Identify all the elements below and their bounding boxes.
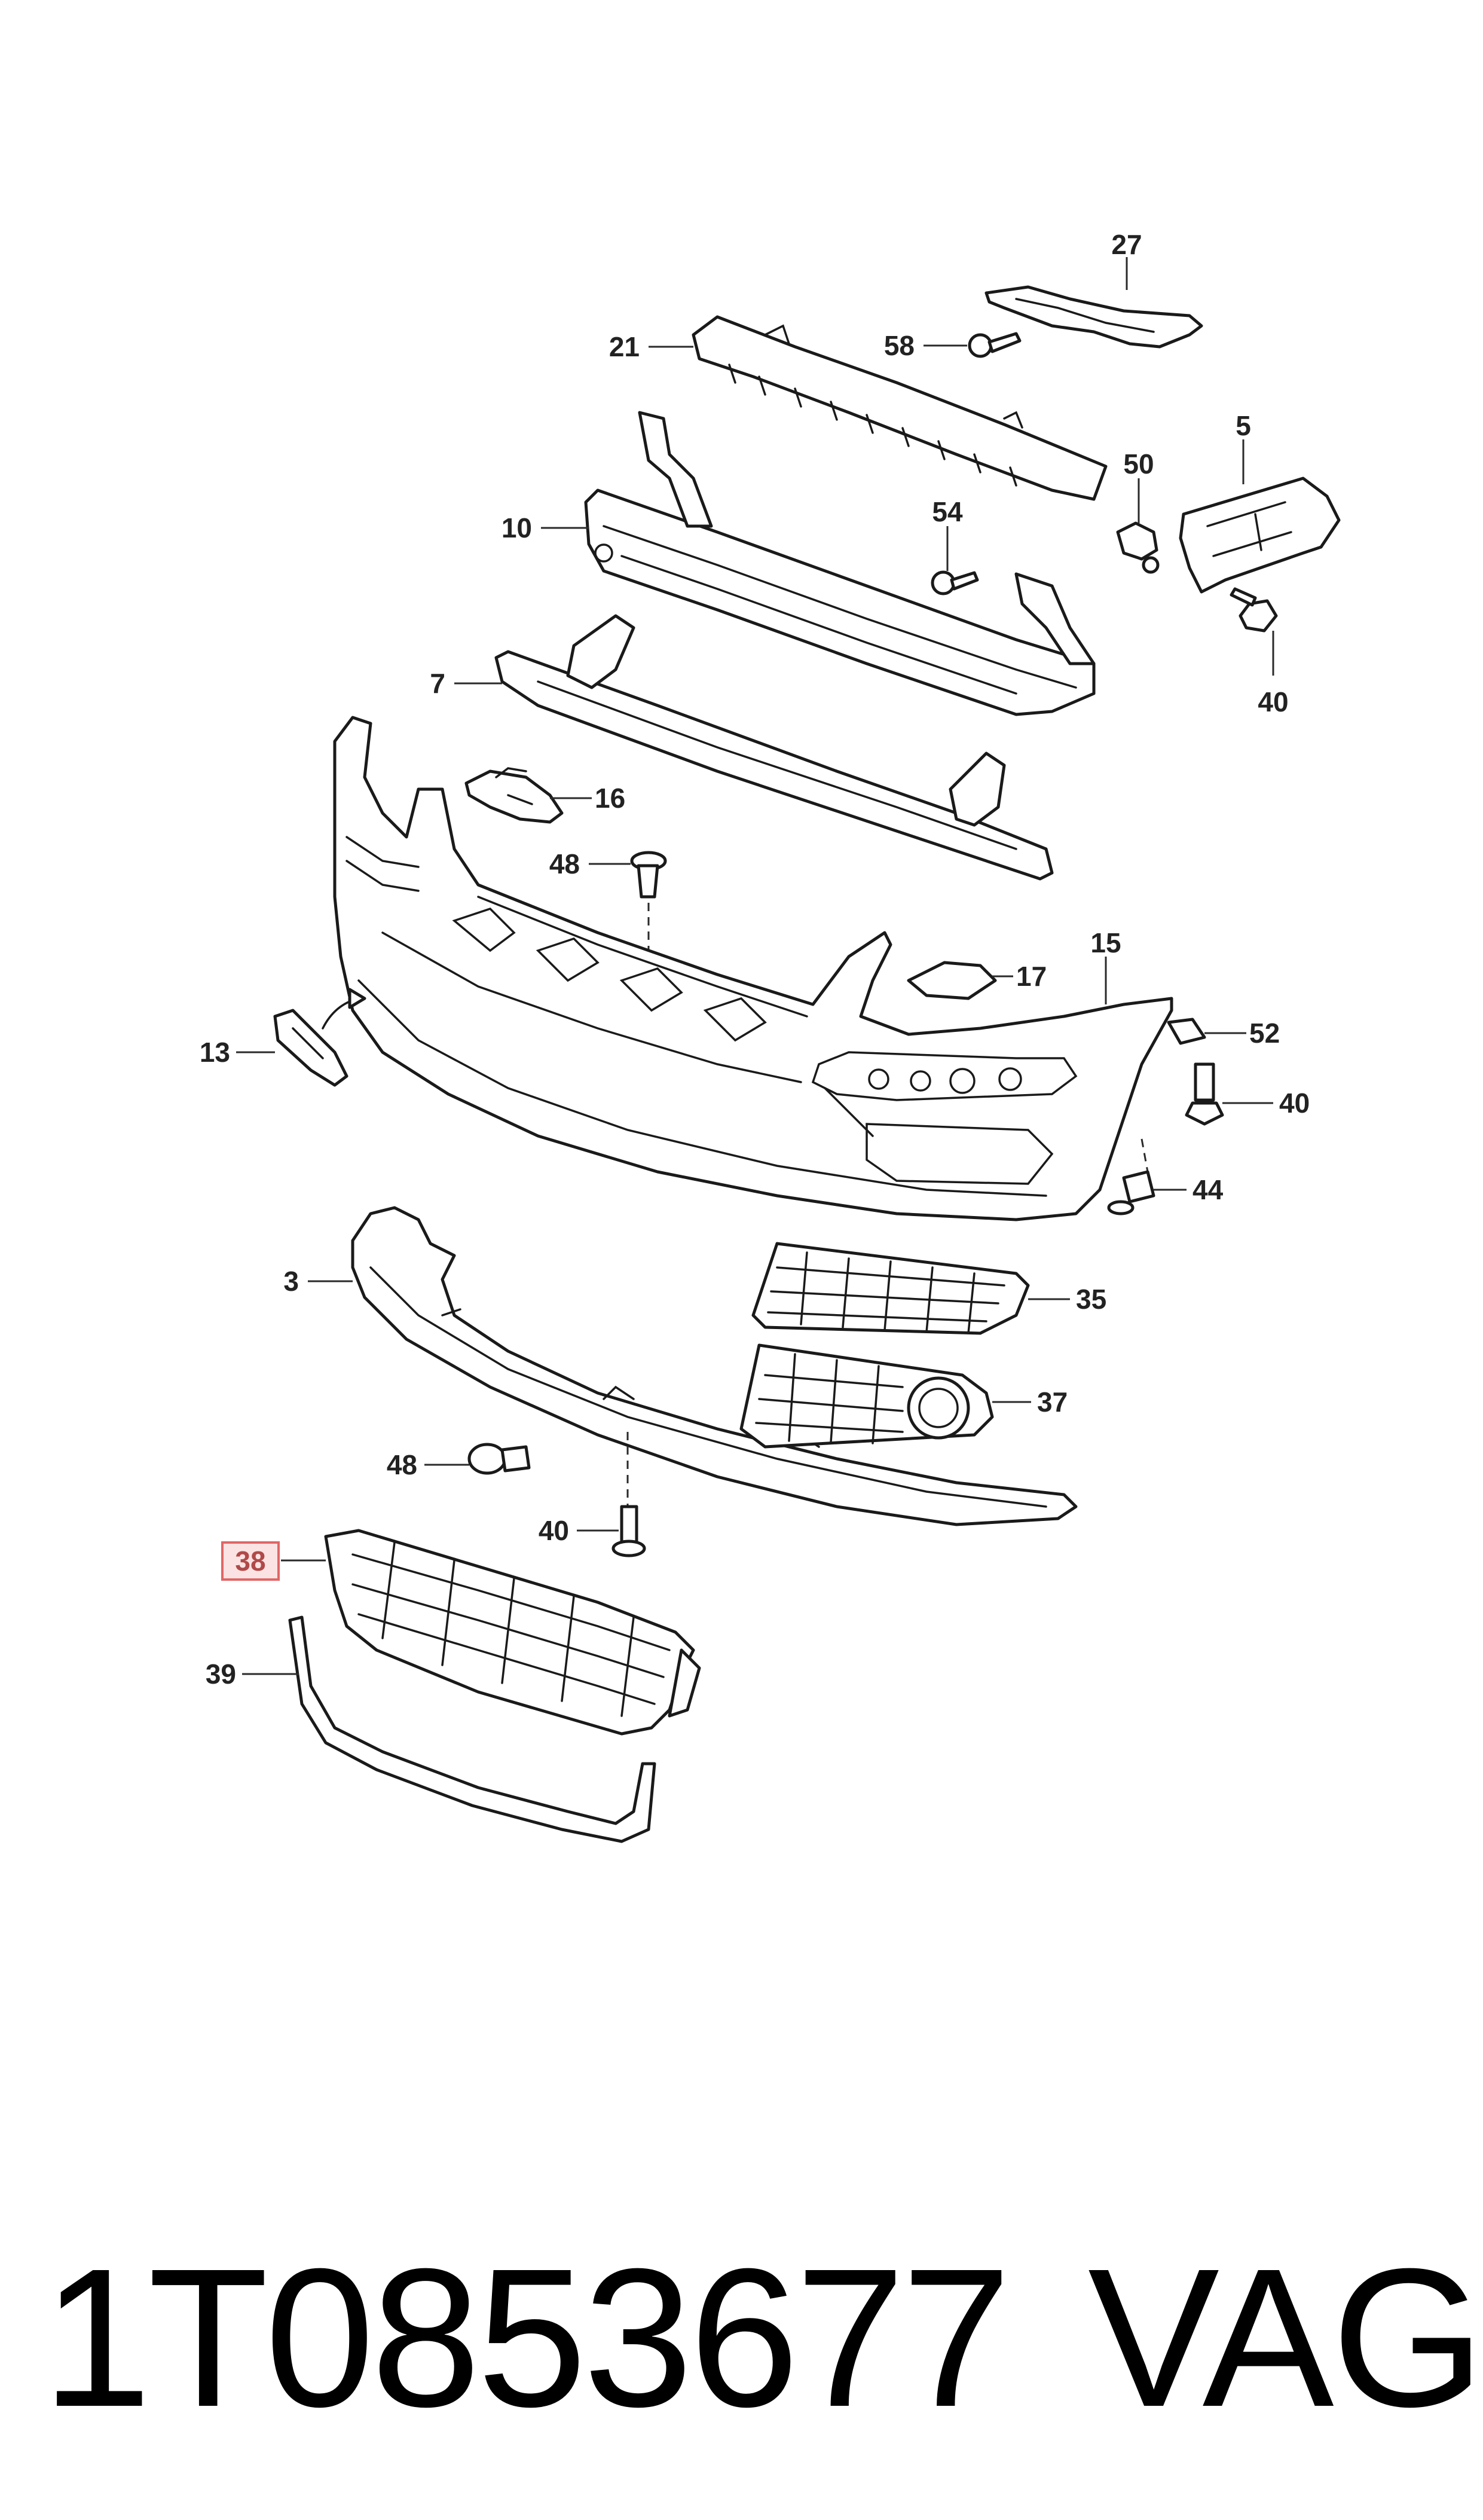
callout-37: 37 — [1037, 1386, 1068, 1418]
part-35-grille-insert: 35 — [751, 1242, 1106, 1335]
callout-39: 39 — [206, 1658, 236, 1690]
part-54-screw: 54 — [931, 496, 979, 595]
callout-27: 27 — [1111, 229, 1142, 260]
part-52-clip-nut: 52 — [1167, 1018, 1280, 1049]
brand-label: VAG — [1088, 2227, 1483, 2448]
callout-38: 38 — [235, 1545, 265, 1577]
callout-40-lower: 40 — [539, 1515, 569, 1546]
callout-44: 44 — [1192, 1174, 1224, 1205]
callout-10: 10 — [502, 512, 532, 543]
callout-54: 54 — [932, 496, 963, 527]
part-10-reinforcement: 10 — [502, 411, 1096, 716]
part-38-lower-grille: 38 — [221, 1529, 701, 1736]
callout-40-right: 40 — [1279, 1088, 1310, 1119]
callout-35: 35 — [1076, 1284, 1106, 1315]
part-40-bolt-upper: 40 — [1230, 587, 1289, 717]
callout-38-highlight — [221, 1541, 280, 1581]
part-58-screw: 58 — [884, 330, 1022, 361]
part-44-rivet: 44 — [1107, 1138, 1224, 1215]
callout-50: 50 — [1123, 448, 1154, 479]
part-48-clip-lower: 48 — [387, 1443, 531, 1480]
part-7-lower-beam: 7 — [430, 614, 1054, 881]
part-13-side-trim: 13 — [200, 988, 366, 1087]
part-48-clip-upper: 48 — [549, 848, 667, 951]
part-50-clip: 50 — [1116, 448, 1160, 574]
callout-58: 58 — [884, 330, 915, 361]
callout-48-upper: 48 — [549, 848, 580, 879]
part-number: 1T0853677 — [42, 2227, 1011, 2448]
callout-5: 5 — [1236, 410, 1251, 441]
part-40-bolt-right: 40 — [1185, 1062, 1310, 1126]
callout-21: 21 — [609, 331, 640, 362]
callout-17: 17 — [1016, 961, 1047, 992]
callout-7: 7 — [430, 668, 445, 699]
callout-40-upper: 40 — [1258, 686, 1288, 717]
footer: 1T0853677 VAG — [0, 2212, 1483, 2463]
part-39-trim-strip: 39 — [206, 1615, 656, 1843]
part-17-tow-cap: 17 — [907, 961, 1047, 1000]
callout-52: 52 — [1249, 1018, 1280, 1049]
callout-48-lower: 48 — [387, 1449, 417, 1480]
part-40-screw-lower: 40 — [539, 1505, 646, 1557]
part-5-side-bracket: 5 — [1179, 410, 1341, 594]
callout-16: 16 — [595, 783, 625, 814]
callout-3: 3 — [283, 1266, 299, 1297]
part-27-bracket: 27 — [984, 229, 1203, 349]
part-37-fog-grille: 37 — [739, 1343, 1068, 1449]
part-21-absorber: 21 — [609, 315, 1108, 501]
part-15-bumper-cover: 15 — [333, 716, 1173, 1221]
callout-13: 13 — [200, 1037, 230, 1068]
callout-15: 15 — [1090, 927, 1121, 958]
part-16-sensor-bracket: 16 — [464, 767, 625, 824]
